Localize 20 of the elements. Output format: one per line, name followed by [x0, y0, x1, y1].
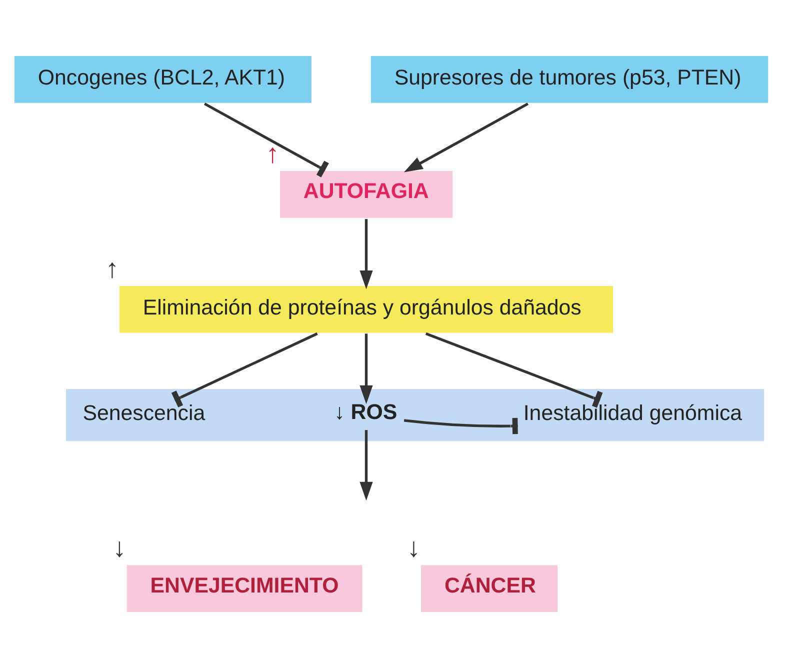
- connector: [425, 332, 603, 408]
- node-label: ↑: [266, 138, 280, 168]
- arrow: [360, 219, 373, 290]
- node-text: Inestabilidad genómica: [523, 401, 742, 426]
- connector: [171, 332, 318, 408]
- arrow: [360, 334, 373, 404]
- node-box: Supresores de tumores (p53, PTEN): [370, 54, 770, 104]
- node-box: CÁNCER: [420, 564, 559, 614]
- node-label: ↑: [105, 253, 119, 284]
- arrow: [360, 430, 373, 501]
- connector: [204, 102, 329, 178]
- node-box: Oncogenes (BCL2, AKT1): [13, 54, 313, 104]
- arrow: [404, 102, 529, 172]
- node-box: AUTOFAGIA: [278, 170, 454, 220]
- node-label: ↓: [112, 532, 126, 562]
- node-text: ↓ ROS: [334, 400, 398, 424]
- node-label: ↓: [407, 532, 420, 562]
- node-box: Eliminación de proteínas y orgánulos dañados: [118, 284, 614, 334]
- node-box: ENVEJECIMIENTO: [126, 564, 364, 614]
- node-text: Senescencia: [82, 401, 206, 426]
